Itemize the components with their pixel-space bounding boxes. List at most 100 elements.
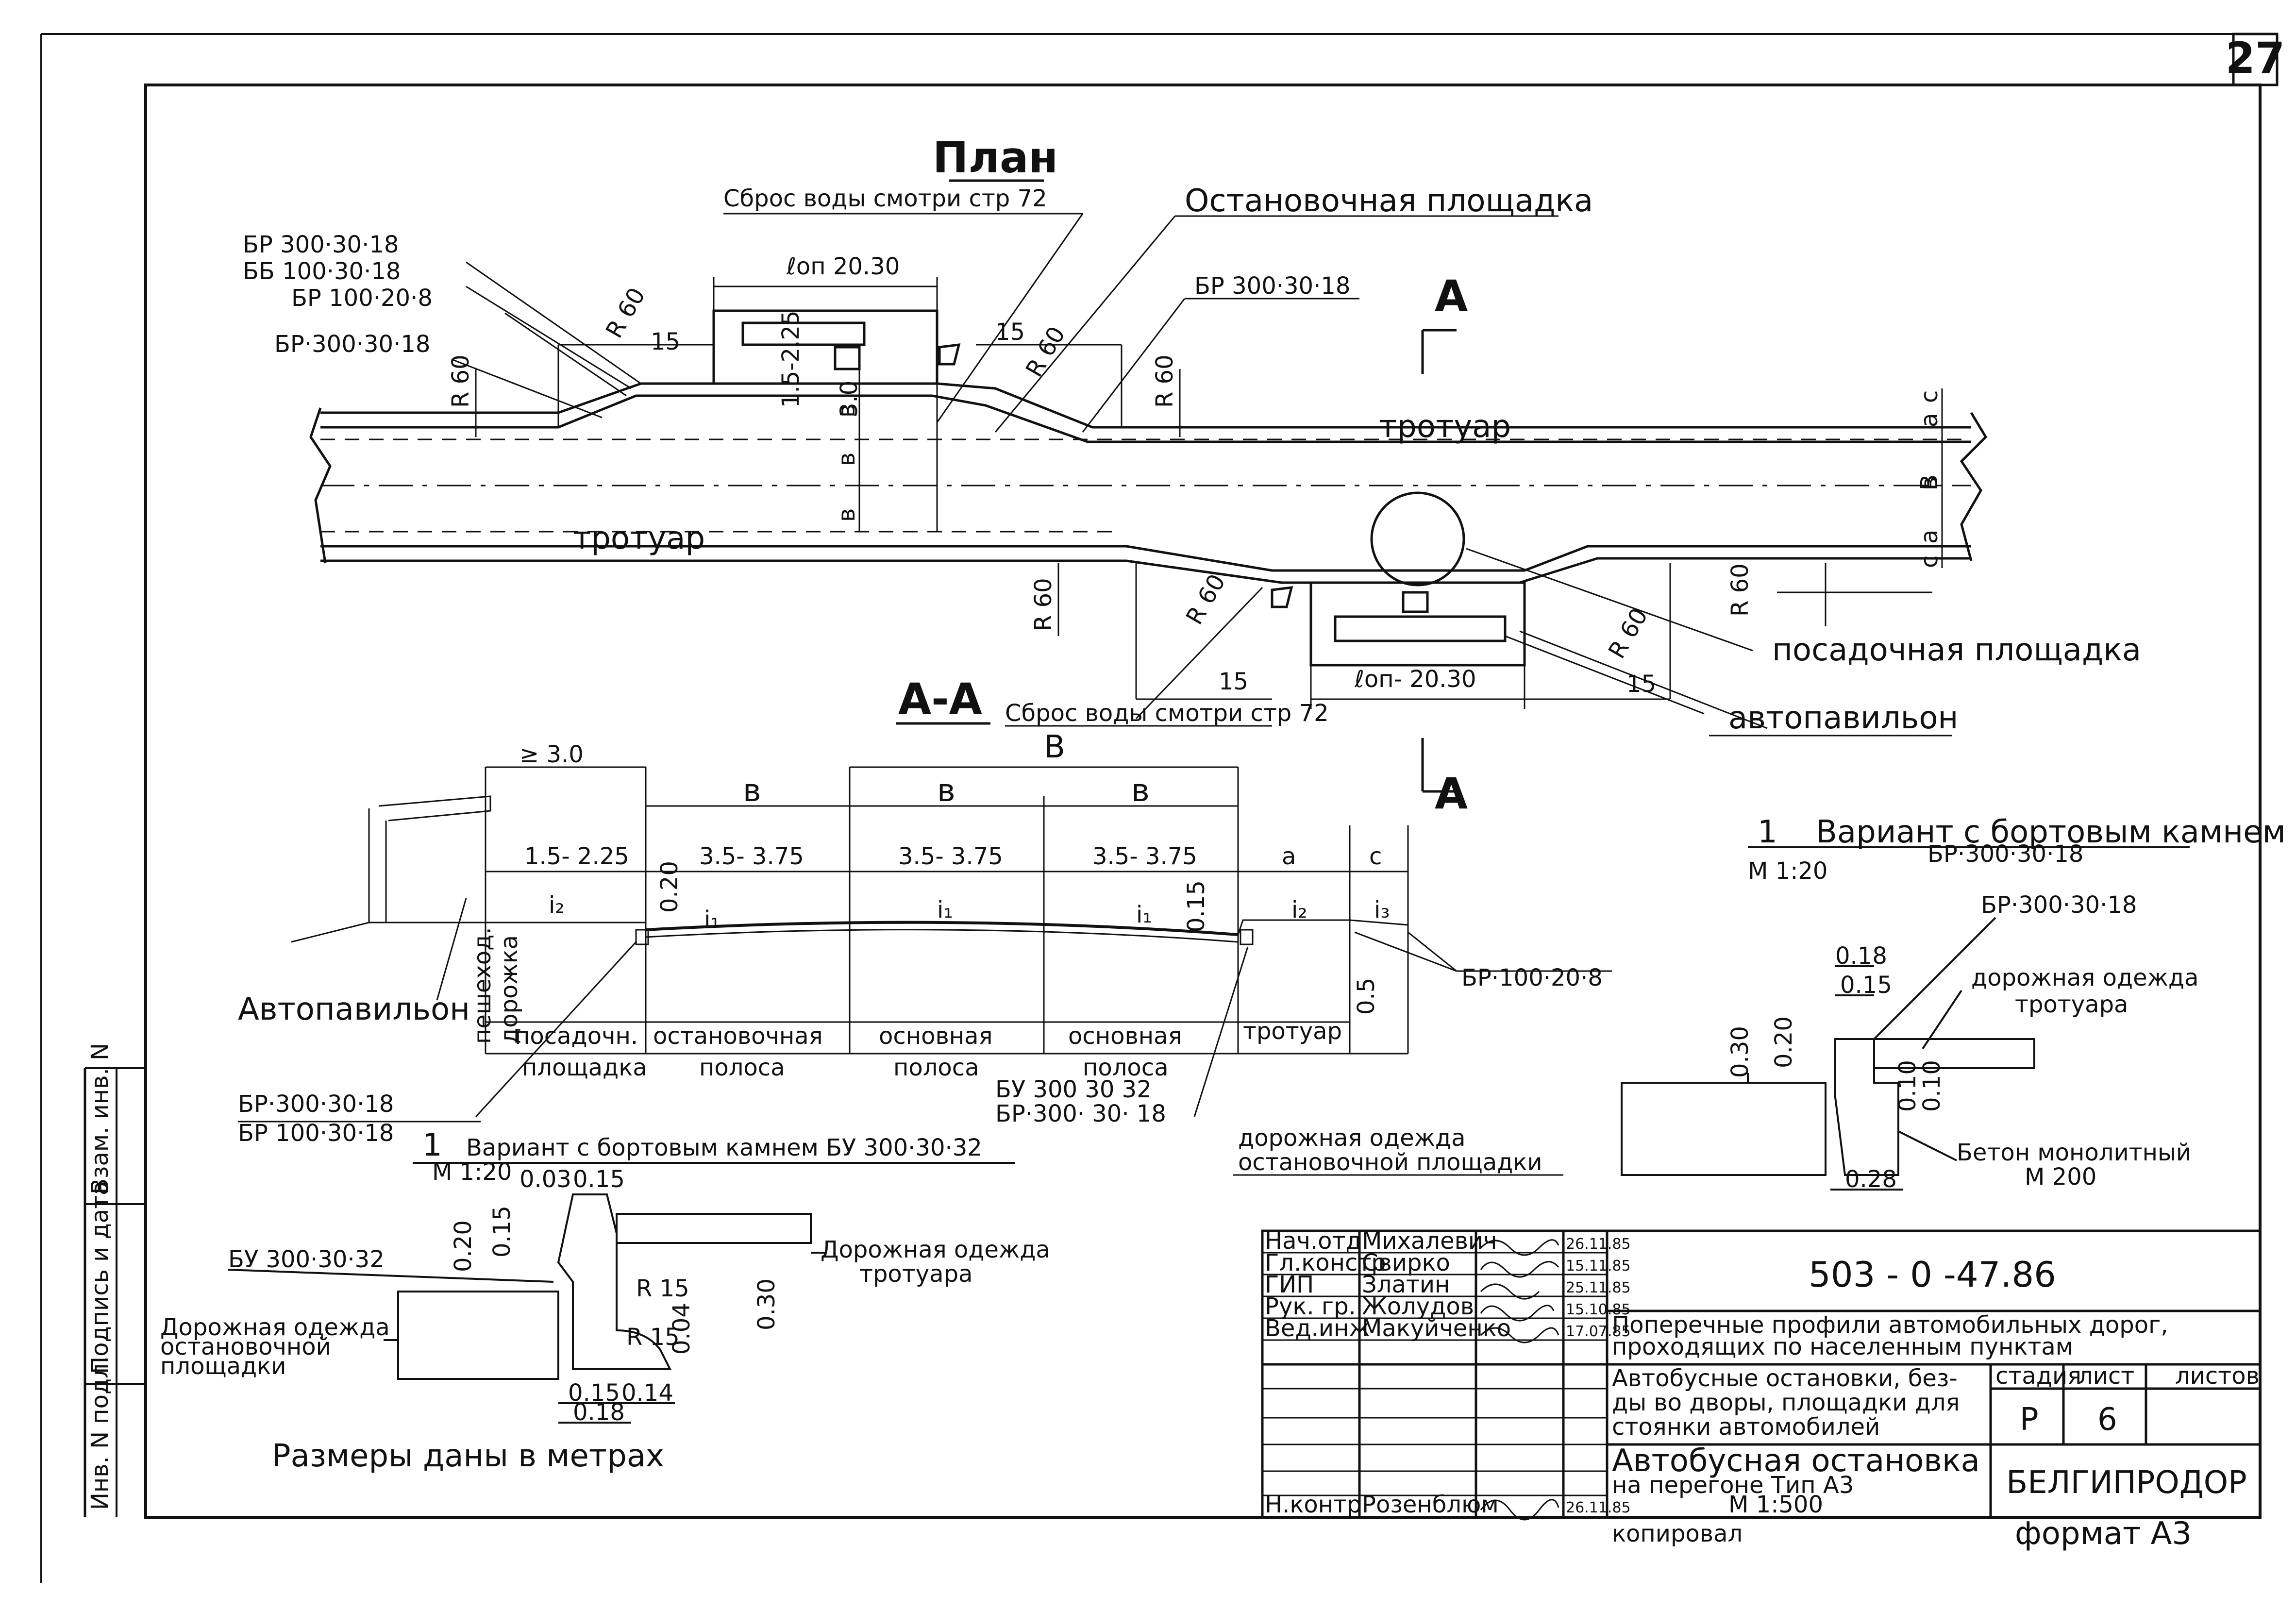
plan-side-dim-2: а: [1916, 413, 1943, 427]
plan-stop-area-label: Остановочная площадка: [1185, 183, 1593, 219]
margin-label-inv: Инв. N подл.: [86, 1356, 114, 1510]
variant2-concrete-1: Бетон монолитный: [1957, 1139, 2191, 1166]
tb-sheet: 6: [2097, 1402, 2117, 1438]
section-curb-mid-2: БР·300· 30· 18: [995, 1100, 1166, 1127]
plan-curb-label-2: ББ 100·30·18: [243, 258, 401, 285]
tb-role-2: Гл.констр: [1265, 1249, 1386, 1276]
variant1-dim-top-2: 0.15: [573, 1166, 625, 1193]
plan-lane-dim-3: в: [833, 404, 860, 418]
section-zone-3-top: остановочная: [653, 1023, 823, 1050]
variant1-pavement-right-1: Дорожная одежда: [821, 1236, 1050, 1263]
section-small-dim-1: 0.20: [656, 861, 683, 913]
plan-dim-15-4: 15: [1626, 671, 1656, 698]
variant2-scale: М 1:20: [1748, 857, 1827, 885]
section-dim-row-3: 3.5- 3.75: [898, 843, 1003, 870]
variant2-dim-2: 0.15: [1840, 972, 1892, 999]
plan-curb-label-3: БР 100·20·8: [291, 285, 433, 312]
section-lane-dim-2: в: [937, 773, 955, 809]
plan-side-dim-5: с: [1916, 555, 1943, 568]
variant1-pavement-left-2: остановочной: [160, 1333, 331, 1360]
plan-water-note-bottom: Сброс воды смотри стр 72: [1005, 700, 1329, 727]
signatures: [1480, 1239, 1559, 1521]
section-zone-4-top: основная: [879, 1023, 992, 1050]
plan-boarding-area: посадочная площадка: [1772, 632, 2141, 668]
plan-pavilion-length-top: ℓоп 20.30: [786, 253, 900, 280]
section-lane-dim-1: в: [743, 773, 761, 809]
plan-radius-2: R 60: [601, 283, 651, 343]
section-dim-row-4: 3.5- 3.75: [1092, 843, 1197, 870]
tb-doc-number: 503 - 0 -47.86: [1809, 1254, 2056, 1295]
section-slope-5: i₂: [1291, 896, 1307, 923]
title-block: Нач.отд Михалевич 26.11.85 Гл.констр Сви…: [1261, 1227, 2262, 1552]
section-dim-row-6: с: [1369, 843, 1382, 870]
section-view: А-А: [238, 674, 1612, 1176]
plan-radius-5: R 60: [1030, 578, 1057, 631]
tb-role-6: Н.контр: [1265, 1491, 1362, 1518]
section-zone-1-bottom: дорожка: [496, 935, 523, 1044]
tb-role-1: Нач.отд: [1265, 1227, 1362, 1255]
plan-curb-label-1: БР 300·30·18: [243, 231, 399, 258]
plan-radius-8: R 60: [1726, 563, 1754, 617]
section-curb-left-2: БР 100·30·18: [238, 1120, 394, 1147]
variant2-dim-7: 0.28: [1845, 1166, 1897, 1193]
plan-lane-dim-2: в: [833, 508, 860, 522]
section-zone-5-top: основная: [1068, 1023, 1182, 1050]
tb-date-3: 25.11.85: [1566, 1279, 1631, 1296]
section-dim-row-2: 3.5- 3.75: [699, 843, 804, 870]
variant2-dim-4: 0.20: [1770, 1016, 1797, 1068]
tb-section-title-1: Автобусные остановки, без-: [1612, 1365, 1958, 1392]
tb-date-4: 15.10.85: [1566, 1301, 1631, 1318]
plan-sidewalk-top: тротуар: [1379, 409, 1511, 445]
plan-dim-15-1: 15: [651, 328, 680, 355]
tb-section-title-2: ды во дворы, площадки для: [1612, 1389, 1960, 1416]
variant2-dim-5: 0.10: [1894, 1060, 1921, 1112]
plan-radius-4: R 60: [1151, 354, 1178, 408]
variant2-title-num: 1: [1758, 814, 1777, 850]
variant1-dim-2: 0.15: [488, 1206, 516, 1258]
section-slope-2: i₁: [704, 906, 720, 933]
plan-title: План: [933, 133, 1058, 183]
variant2-concrete-2: М 200: [2025, 1163, 2096, 1191]
variant1-title: Вариант с бортовым камнем БУ 300·30·32: [466, 1134, 982, 1161]
variant1-dim-7: 0.15: [568, 1379, 620, 1407]
variant1-pavement-right-2: тротуара: [859, 1260, 972, 1288]
sheet-number-text: 27: [2226, 33, 2285, 83]
tb-name-1: Михалевич: [1362, 1227, 1497, 1255]
plan-water-note-top: Сброс воды смотри стр 72: [723, 185, 1047, 212]
tb-sheet-header: лист: [2078, 1362, 2134, 1390]
section-slope-6: i₃: [1374, 896, 1390, 923]
tb-role-5: Вед.инж: [1265, 1315, 1370, 1342]
section-slope-4: i₁: [1136, 901, 1152, 928]
section-zone-6-top: тротуар: [1243, 1018, 1342, 1045]
section-pavilion-label: Автопавильон: [238, 991, 470, 1027]
tb-role-3: ГИП: [1265, 1271, 1314, 1298]
plan-lane-dim-4: в: [1916, 477, 1943, 490]
variant1-curb: БУ 300·30·32: [228, 1246, 385, 1273]
plan-section-marker-top: А: [1435, 271, 1468, 321]
section-curb-right: БР·100·20·8: [1461, 964, 1603, 991]
variant1-dim-4: R 15: [626, 1324, 680, 1351]
variant2-dim-6: 0.10: [1918, 1060, 1945, 1112]
sheet-number: 27: [2226, 33, 2285, 83]
tb-date-2: 15.11.85: [1566, 1258, 1631, 1275]
plan-dim-15-2: 15: [995, 319, 1025, 346]
tb-organization: БЕЛГИПРОДОР: [2006, 1465, 2246, 1501]
plan-dim-15-3: 15: [1219, 668, 1248, 695]
section-dim-row-5: а: [1282, 843, 1296, 870]
tb-name-5: Макуйченко: [1362, 1315, 1511, 1342]
tb-project-title-2: проходящих по населенным пунктам: [1612, 1333, 2073, 1360]
section-small-dim-2: 0.15: [1183, 880, 1210, 932]
variant2-dim-3: 0.30: [1726, 1026, 1754, 1078]
tb-stage-header: стадия: [1995, 1362, 2081, 1390]
tb-copied: копировал: [1612, 1520, 1743, 1547]
section-dim-top-1: ≥ 3.0: [520, 741, 584, 768]
section-slope-3: i₁: [937, 896, 953, 923]
variant2-subtitle: БР·300·30·18: [1927, 840, 2083, 868]
section-curb-mid-1: БУ 300 30 32: [995, 1076, 1152, 1103]
plan-view: План Сброс воды смотри стр 72 Остановочн…: [243, 133, 2141, 819]
variant-bu-detail: 1 Вариант с бортовым камнем БУ 300·30·32…: [160, 1127, 1050, 1474]
tb-sheet-title-3: М 1:500: [1728, 1491, 1823, 1518]
tb-date-1: 26.11.85: [1566, 1236, 1631, 1253]
section-lane-dim-3: в: [1131, 773, 1150, 809]
